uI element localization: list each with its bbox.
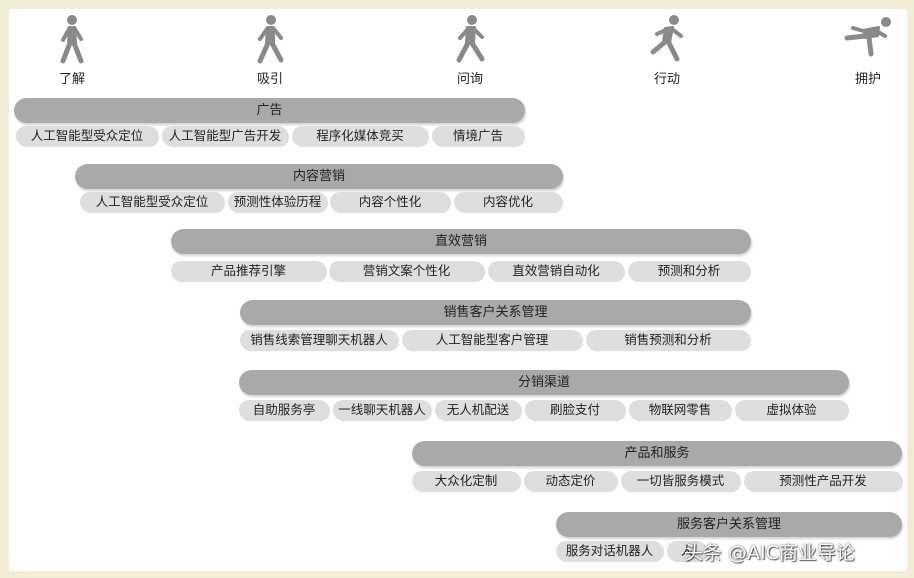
capability-pill: 预测和分析 [628, 261, 750, 281]
capability-pill: 服务对话机器人 [556, 541, 663, 561]
capability-pill: 内容个性化 [330, 192, 450, 212]
stage-label: 拥护 [854, 72, 881, 87]
capability-pill: 无人机配送 [435, 400, 521, 420]
stage-inquiry: 问询 [440, 14, 500, 87]
stage-awareness: 了解 [42, 14, 102, 87]
walking-person-icon [456, 15, 485, 63]
capability-pill: 动态定价 [524, 471, 617, 491]
category-bar: 销售客户关系管理 [240, 300, 751, 325]
capability-pill: 情境广告 [432, 126, 524, 146]
stage-label: 问询 [456, 72, 483, 87]
capability-pill: 自助服务亭 [239, 400, 329, 420]
watermark: 头条 @AIC商业导论 [684, 542, 855, 564]
capability-pill: 销售线索管理聊天机器人 [240, 330, 398, 350]
capability-pill: 产品推荐引擎 [171, 261, 326, 281]
capability-pill: 大众化定制 [412, 471, 520, 491]
capability-pill: 人工智能型受众定位 [80, 192, 224, 212]
category-bar: 广告 [14, 98, 525, 123]
running-person-icon [650, 15, 683, 62]
category-bar: 直效营销 [171, 229, 751, 254]
capability-pill: 人工智能型广告开发 [162, 126, 288, 146]
capability-pill: 程序化媒体竞买 [292, 126, 428, 146]
stage-label: 吸引 [256, 72, 283, 87]
sprinting-person-icon [844, 17, 891, 57]
walking-person-icon [60, 15, 84, 64]
capability-pill: 虚拟体验 [735, 400, 848, 420]
capability-pill: 预测性产品开发 [744, 471, 902, 491]
capability-pill: 内容优化 [454, 192, 562, 212]
capability-pill: 刷脸支付 [525, 400, 625, 420]
capability-pill: 直效营销自动化 [488, 261, 624, 281]
category-bar: 分销渠道 [239, 370, 849, 395]
capability-pill: 营销文案个性化 [329, 261, 484, 281]
capability-pill: 人工智能型客户管理 [402, 330, 582, 350]
capability-pill: 一线聊天机器人 [333, 400, 431, 420]
capability-pill: 人 [667, 541, 707, 561]
category-bar: 内容营销 [75, 164, 563, 189]
capability-pill: 预测性体验历程 [228, 192, 327, 212]
walking-person-icon [257, 15, 284, 64]
capability-pill: 销售预测和分析 [586, 330, 750, 350]
capability-pill: 人工智能型受众定位 [16, 126, 158, 146]
stage-label: 了解 [58, 72, 85, 87]
stage-action: 行动 [637, 14, 697, 87]
category-bar: 服务客户关系管理 [556, 512, 902, 537]
stage-attraction: 吸引 [240, 14, 300, 87]
category-bar: 产品和服务 [412, 441, 902, 466]
capability-pill: 一切皆服务模式 [621, 471, 740, 491]
stage-label: 行动 [653, 72, 680, 87]
capability-pill: 物联网零售 [629, 400, 731, 420]
stage-advocacy: 拥护 [838, 14, 898, 87]
